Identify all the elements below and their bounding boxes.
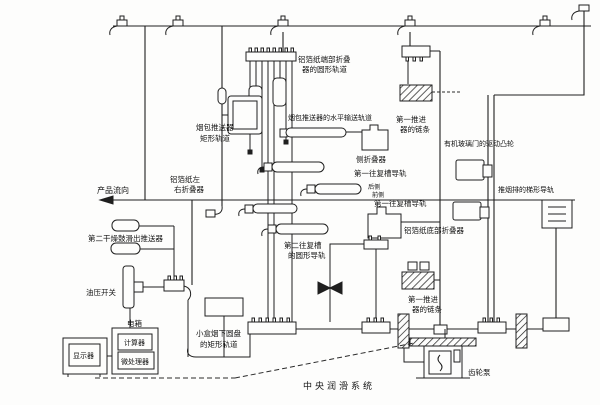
nozzle-icon (270, 15, 289, 36)
foil-lr-folder-label2: 右折叠器 (174, 184, 204, 194)
lubricator-nozzle-icons (109, 4, 590, 36)
foil-lr-folder: 铝箔纸左 右折叠器 (170, 174, 223, 218)
first-pusher-chain-bottom: 第一推进 器的链条 (401, 261, 442, 314)
side-folder-label: 侧折叠器 (356, 154, 386, 164)
inline-fitting (217, 87, 227, 105)
first-pusher-chain-top-label: 第一推进 (396, 114, 426, 124)
filter-symbol (397, 313, 410, 349)
computer-box (117, 333, 153, 351)
monitor-label: 显示器 (73, 352, 94, 360)
chain-block-symbol (401, 271, 435, 290)
first-pusher-chain-top-label2: 器的链条 (400, 124, 430, 134)
horizontal-conveyor-rail: 烟包推送器的水平输送轨道 侧折叠器 (279, 113, 389, 164)
valve-icon (328, 281, 343, 295)
foil-end-folder-track-label2: 器的圆形轨道 (302, 64, 347, 74)
oil-pressure-switch-label: 油压开关 (86, 287, 116, 297)
bottom-manifolds (247, 313, 528, 349)
pump-rotor-icon (437, 354, 443, 372)
pack-pusher-rect-track: 烟包推送器 矩形轨道 (196, 87, 263, 143)
nozzle-icon (397, 15, 416, 36)
reciprocating-rails: 第一往复槽导轨 后侧 前侧 第一往复槽导轨 第二往复槽 的圆形导轨 (238, 161, 427, 260)
horizontal-conveyor-label: 烟包推送器的水平输送轨道 (288, 113, 372, 122)
foil-end-folder-track-label: 铝箔纸端部折叠 (298, 54, 351, 64)
valve-icon (317, 281, 332, 295)
right-edge-unit (541, 199, 573, 332)
front-side-label: 前侧 (372, 191, 384, 199)
foil-lr-folder-label: 铝箔纸左 (170, 174, 200, 184)
first-pusher-chain-bottom-label: 第一推进 (408, 294, 438, 304)
filter-symbol (515, 313, 528, 349)
diagram-title: 中央润滑系统 (303, 380, 375, 392)
small-pack-disc-track-label2: 的矩形轨道 (200, 339, 238, 349)
nozzle-icon (532, 15, 551, 36)
nozzle-icon (109, 15, 128, 36)
second-drum-pusher-label: 第二干燥鼓滑出推送器 (88, 233, 163, 243)
rear-side-label: 后侧 (368, 183, 380, 191)
microprocessor-box (117, 351, 155, 370)
push-row-rail-label: 推烟排的梯形导轨 (498, 185, 554, 194)
first-recip-rail-rear-label: 第一往复槽导轨 (354, 168, 407, 178)
chain-block-symbol (399, 84, 433, 102)
oil-pressure-switch-group: 油压开关 (86, 265, 192, 357)
flow-arrow-icon (98, 195, 114, 205)
return-line-dashed (95, 342, 415, 379)
foil-bottom-folder-label: 铝箔纸底部折叠器 (404, 225, 464, 235)
plexiglass-door-cam-label: 有机玻璃门的驱动凸轮 (444, 139, 514, 148)
second-drum-pushers: 第二干燥鼓滑出推送器 (88, 219, 175, 280)
first-pusher-chain-bottom-label2: 器的链条 (412, 304, 442, 314)
small-pack-disc-track: 小盒烟下圆盘 的矩形轨道 (187, 297, 251, 358)
first-pusher-chain-top: 第一推进 器的链条 (396, 45, 460, 134)
control-electronics: 电箱 计算器 微处理器 显示器 (62, 308, 159, 377)
small-pack-disc-track-label: 小盒烟下圆盘 (196, 328, 241, 338)
pack-pusher-rect-track-label: 烟包推送器 (196, 122, 234, 132)
gear-pump-unit: 齿轮泵 (403, 329, 491, 379)
product-flow-line: 产品流向 (97, 185, 575, 205)
supply-pipe-network (113, 11, 591, 330)
gear-pump-label: 齿轮泵 (468, 367, 491, 377)
pressure-switch-symbol (122, 265, 135, 309)
product-flow-label: 产品流向 (97, 185, 129, 195)
second-recip-rail-label: 第二往复槽 (284, 240, 322, 250)
first-recip-rail-front-label: 第一往复槽导轨 (374, 198, 427, 208)
side-folder-symbol (361, 124, 389, 151)
microprocessor-label: 微处理器 (121, 357, 149, 366)
computer-label: 计算器 (124, 338, 145, 347)
oil-cylinder (272, 77, 287, 107)
nozzle-icon (571, 4, 590, 21)
electric-box-label: 电箱 (127, 318, 142, 328)
nozzle-icon (165, 15, 184, 36)
foil-bottom-folder: 铝箔纸底部折叠器 (317, 206, 464, 322)
plexiglass-door-cams: 有机玻璃门的驱动凸轮 推烟排的梯形导轨 (444, 139, 554, 221)
pack-pusher-rect-track-label2: 矩形轨道 (200, 133, 230, 143)
pump-mount-symbol (409, 337, 477, 347)
second-recip-rail-label2: 的圆形导轨 (288, 250, 326, 260)
